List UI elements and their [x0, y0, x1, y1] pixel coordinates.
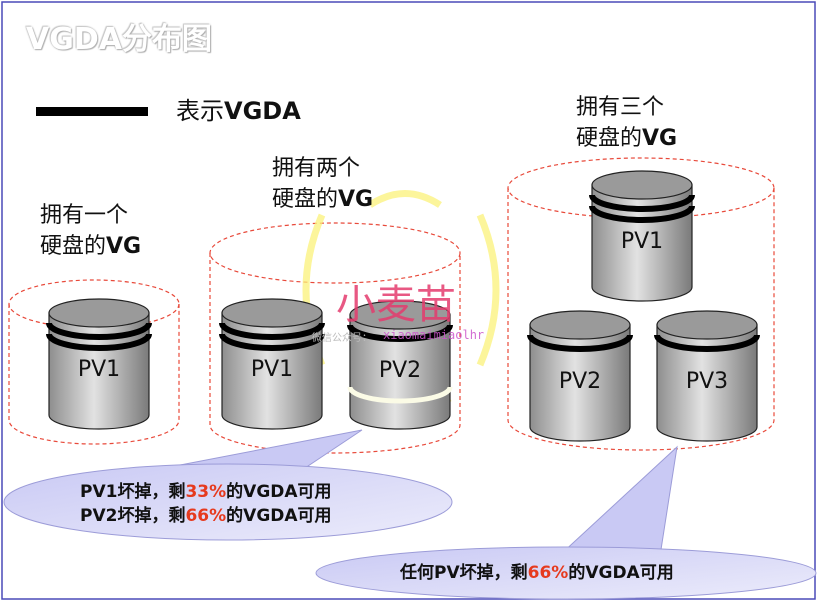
- disk-pv1-1: PV1: [219, 298, 325, 430]
- label-vg-one-disk: 拥有一个 硬盘的VG: [40, 203, 142, 259]
- disk-pv2-2: PV2: [347, 300, 453, 430]
- callout-left-line1: PV1坏掉，剩33%的VGDA可用: [80, 482, 332, 502]
- label-vg-three-disks: 拥有三个 硬盘的VG: [576, 95, 678, 151]
- disk-pv1-3: PV1: [589, 170, 695, 302]
- disk-label: PV1: [78, 357, 120, 382]
- disk-label: PV2: [379, 358, 421, 383]
- callout-bubble-right: [315, 445, 817, 600]
- disk-label: PV1: [251, 357, 293, 382]
- label-vg-two-disks: 拥有两个 硬盘的VG: [272, 156, 374, 212]
- disk-pv1-0: PV1: [46, 298, 152, 430]
- callout-left-text: PV1坏掉，剩33%的VGDA可用 PV2坏掉，剩66%的VGDA可用: [80, 480, 332, 528]
- callout-right-text: 任何PV坏掉，剩66%的VGDA可用: [400, 563, 674, 583]
- watermark-text: 小麦苗: [336, 282, 456, 328]
- vg-container-two-disks: [209, 222, 461, 454]
- slide-title: VGDA分布图: [26, 22, 212, 57]
- callout-bubble-left: [3, 429, 453, 541]
- disk-pv3-5: PV3: [654, 310, 760, 442]
- disk-pv2-4: PV2: [527, 310, 633, 442]
- disk-label: PV1: [621, 229, 663, 254]
- legend-label: 表示VGDA: [176, 97, 301, 125]
- watermark-wechat: 微信公众号：: [312, 333, 372, 344]
- watermark-account: xiaomaimiaolhr: [383, 328, 485, 342]
- disk-label: PV2: [559, 369, 601, 394]
- legend-vgda-bar: [36, 107, 148, 116]
- callout-left-line2: PV2坏掉，剩66%的VGDA可用: [80, 506, 332, 526]
- disk-label: PV3: [686, 369, 728, 394]
